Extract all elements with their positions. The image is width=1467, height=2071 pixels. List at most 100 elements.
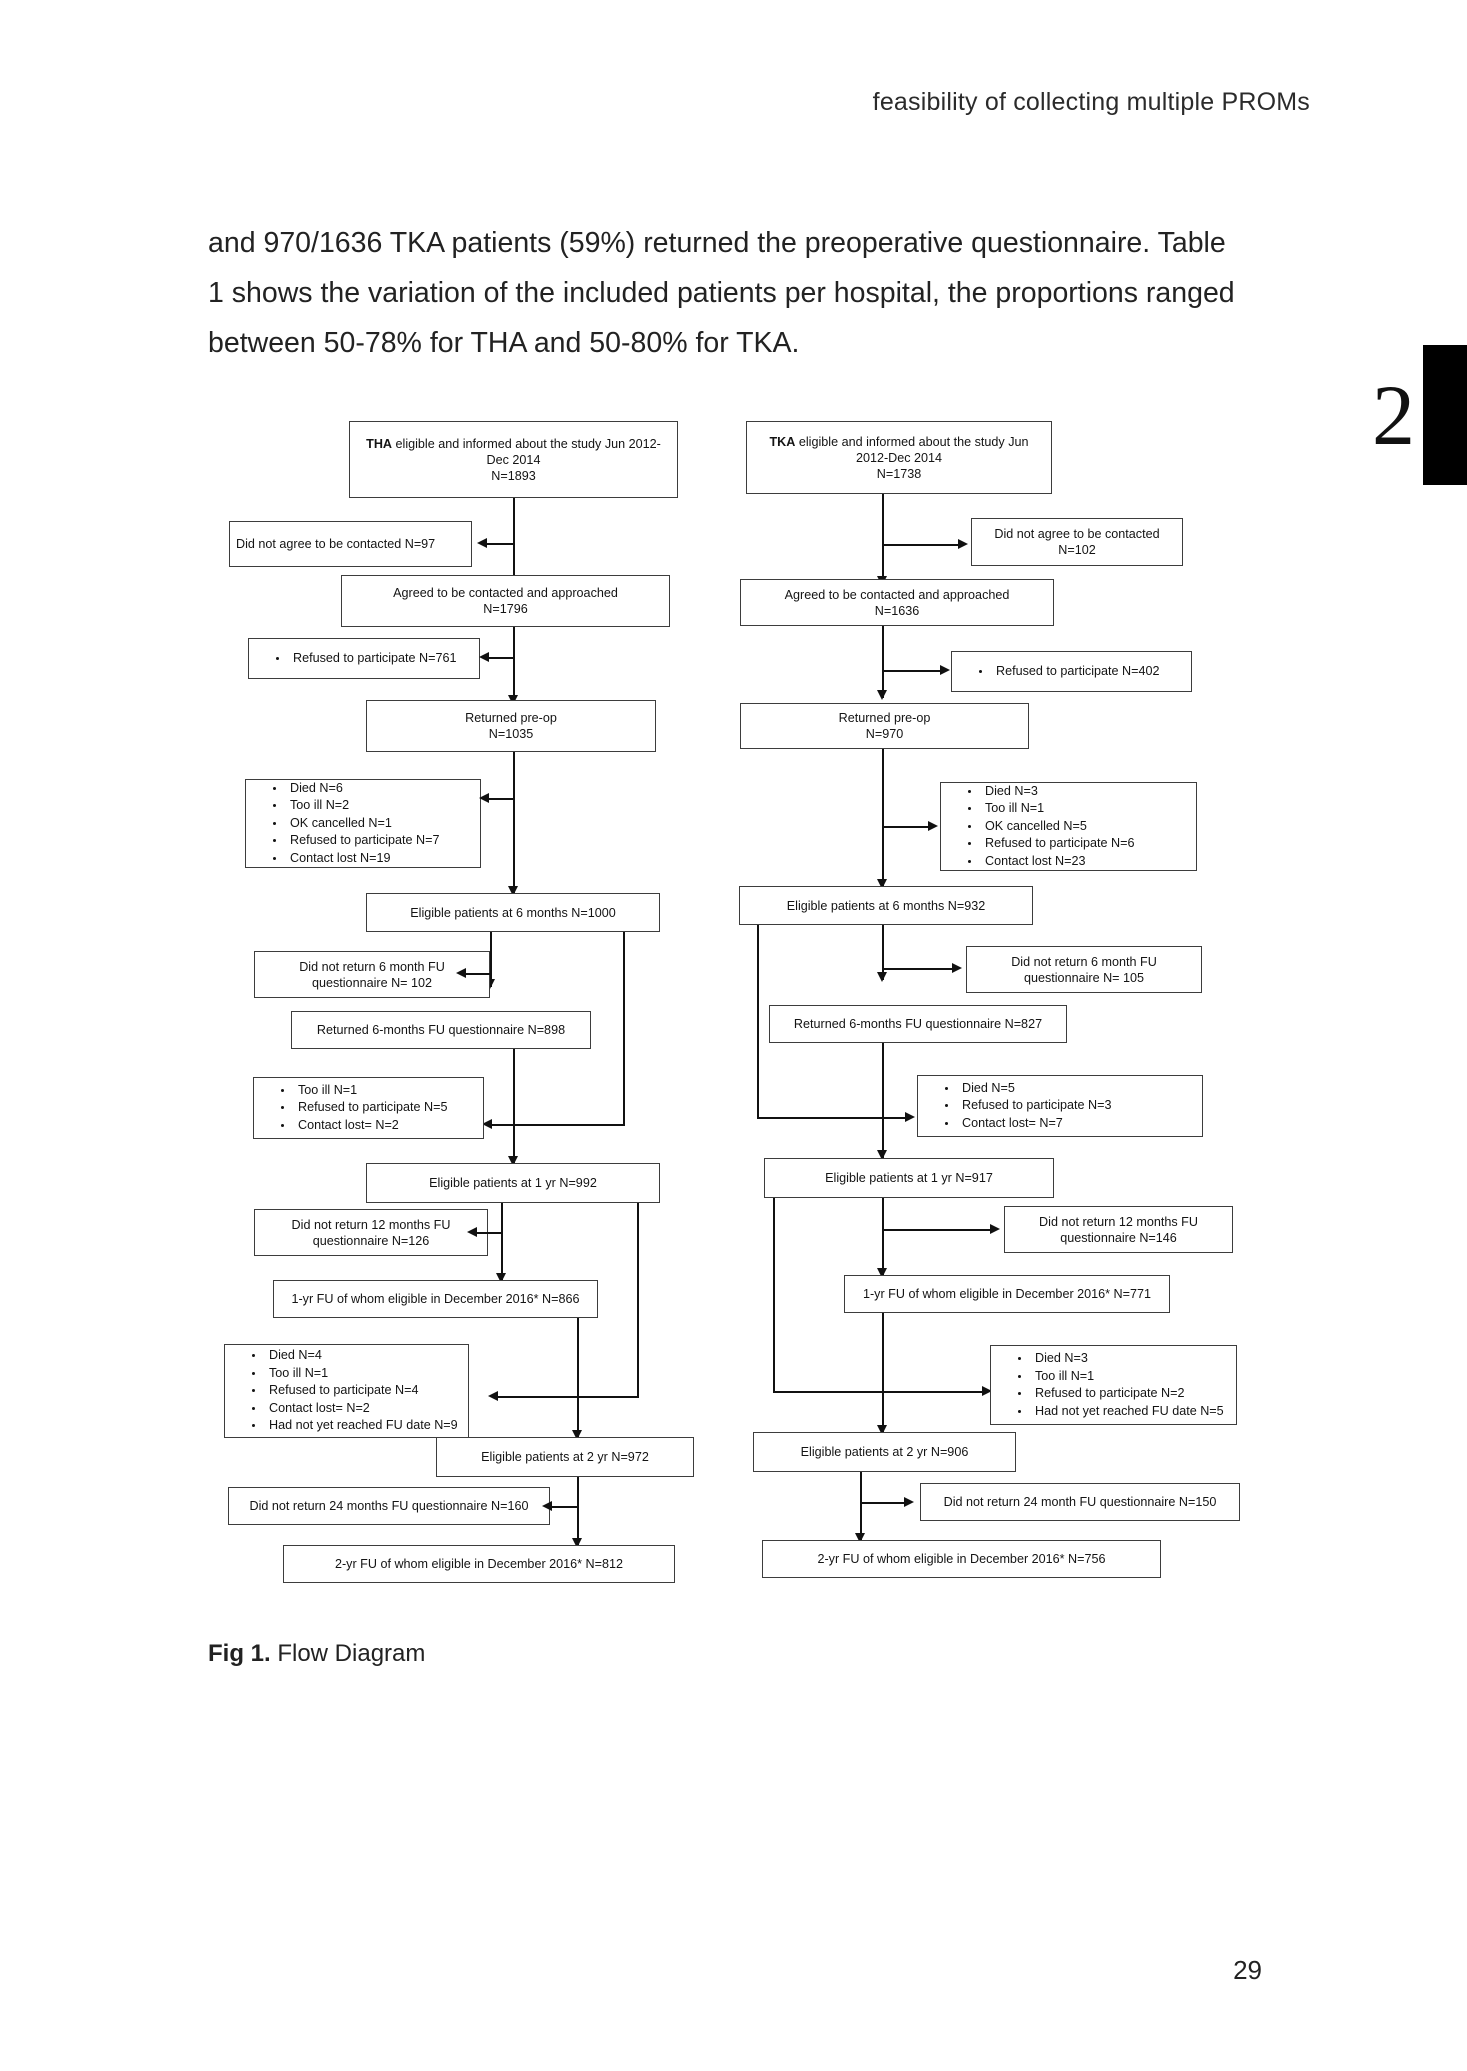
tha-node-noreturn-12mo: Did not return 12 months FU questionnair…	[254, 1209, 488, 1256]
tka-conn-9	[757, 1117, 909, 1119]
tha-refused-text: Refused to participate N=761	[289, 650, 507, 668]
tha-conn-16	[552, 1506, 579, 1508]
tka-arrow-13	[982, 1386, 992, 1396]
tka-conn-1	[882, 494, 884, 584]
tha-2yrfu-text: 2-yr FU of whom eligible in December 201…	[334, 1557, 624, 1571]
tka-arrow-15	[855, 1533, 865, 1543]
tka-node-eligible-1yr: Eligible patients at 1 yr N=917	[764, 1158, 1054, 1198]
tha-loss6-b4: Refused to participate N=7	[286, 832, 508, 850]
tka-conn-13	[773, 1391, 986, 1393]
figure-caption-text: Flow Diagram	[277, 1640, 426, 1667]
tka-loss6-b2: Too ill N=1	[981, 800, 1224, 818]
tka-loss6-b1: Died N=3	[981, 783, 1224, 801]
tka-not-agree-l2: N=102	[1058, 543, 1096, 557]
tha-arrow-11	[496, 1273, 506, 1283]
tha-node-eligible-1yr: Eligible patients at 1 yr N=992	[366, 1163, 660, 1203]
tha-noreturn12-l2: questionnaire N=126	[312, 1233, 430, 1248]
tka-loss1y-b2: Refused to participate N=3	[958, 1097, 1230, 1115]
tka-loss2y-b1: Died N=3	[1031, 1350, 1264, 1368]
tka-loss1y-b3: Contact lost= N=7	[958, 1115, 1230, 1133]
tha-eligible-n: N=1893	[491, 468, 536, 483]
tha-loss2y-b4: Contact lost= N=2	[265, 1400, 496, 1418]
tka-node-losses-6mo: Died N=3 Too ill N=1 OK cancelled N=5 Re…	[940, 782, 1197, 871]
tha-agreed-n: N=1796	[483, 602, 528, 616]
tha-arrow-14	[572, 1430, 582, 1440]
tka-returned6-text: Returned 6-months FU questionnaire N=827	[793, 1017, 1043, 1031]
tka-noreturn24-text: Did not return 24 month FU questionnaire…	[943, 1495, 1217, 1509]
tha-eligible-label: THA	[366, 436, 393, 451]
tka-conn-16	[861, 1502, 907, 1504]
tha-loss2y-b5: Had not yet reached FU date N=9	[265, 1417, 496, 1435]
tka-node-noreturn-6mo: Did not return 6 month FU questionnaire …	[966, 946, 1202, 993]
tha-conn-2	[487, 543, 514, 545]
tka-node-not-agree: Did not agree to be contacted N=102	[971, 518, 1183, 566]
tha-arrow-7	[485, 979, 495, 989]
tha-node-eligible-6mo: Eligible patients at 6 months N=1000	[366, 893, 660, 932]
tka-conn-5	[882, 749, 884, 887]
tha-node-losses-2yr: Died N=4 Too ill N=1 Refused to particip…	[224, 1344, 469, 1438]
tka-arrow-3	[877, 690, 887, 700]
tha-node-eligible: THA eligible and informed about the stud…	[349, 421, 678, 498]
tha-arrow-2	[477, 538, 487, 548]
tha-loss1y-b2: Refused to participate N=5	[294, 1099, 511, 1117]
tha-node-1yr-fu-dec2016: 1-yr FU of whom eligible in December 201…	[273, 1280, 598, 1318]
tha-conn-4	[489, 657, 515, 659]
tka-arrow-9	[905, 1112, 915, 1122]
tka-conn-6	[883, 826, 931, 828]
tha-node-refused: Refused to participate N=761	[248, 638, 480, 679]
chapter-tab-bar	[1423, 345, 1467, 485]
tka-node-returned-6mo: Returned 6-months FU questionnaire N=827	[769, 1005, 1067, 1043]
tha-returned6-text: Returned 6-months FU questionnaire N=898	[316, 1023, 566, 1037]
tka-agreed-n: N=1636	[874, 603, 920, 618]
tka-conn-3	[882, 626, 884, 698]
tha-conn-6	[489, 798, 515, 800]
tha-node-2yr-fu-dec2016: 2-yr FU of whom eligible in December 201…	[283, 1545, 675, 1583]
tka-eligible-text: eligible and informed about the study Ju…	[795, 434, 1029, 449]
tka-node-losses-2yr: Died N=3 Too ill N=1 Refused to particip…	[990, 1345, 1237, 1425]
tka-node-1yr-fu-dec2016: 1-yr FU of whom eligible in December 201…	[844, 1275, 1170, 1313]
tka-arrow-6	[928, 821, 938, 831]
tha-noreturn12-l1: Did not return 12 months FU	[291, 1217, 451, 1232]
tka-node-agreed: Agreed to be contacted and approached N=…	[740, 579, 1054, 626]
tha-loss2y-b3: Refused to participate N=4	[265, 1382, 496, 1400]
tha-noreturn6-l1: Did not return 6 month FU	[299, 959, 445, 974]
tha-loss6-b5: Contact lost N=19	[286, 850, 508, 868]
tka-node-eligible: TKA eligible and informed about the stud…	[746, 421, 1052, 494]
tka-node-losses-1yr: Died N=5 Refused to participate N=3 Cont…	[917, 1075, 1203, 1137]
tka-conn-8	[883, 968, 955, 970]
tka-1yrfu-text: 1-yr FU of whom eligible in December 201…	[862, 1287, 1152, 1301]
tka-arrow-8	[952, 963, 962, 973]
tka-eligible6-text: Eligible patients at 6 months N=932	[786, 898, 986, 913]
tka-conn-2	[883, 544, 961, 546]
tha-conn-11	[501, 1203, 503, 1281]
body-line-3: between 50-78% for THA and 50-80% for TK…	[208, 327, 800, 359]
figure-caption-label: Fig 1.	[208, 1640, 271, 1667]
tha-loss6-b1: Died N=6	[286, 780, 508, 798]
chapter-number: 2	[1372, 367, 1415, 463]
flow-diagram: THA eligible and informed about the stud…	[0, 0, 1467, 1700]
tha-conn-7	[490, 932, 492, 987]
tha-conn-13	[498, 1396, 639, 1398]
tka-arrow-14	[877, 1425, 887, 1435]
tha-arrow-15	[572, 1538, 582, 1548]
tha-arrow-6	[479, 793, 489, 803]
tha-node-noreturn-24mo: Did not return 24 months FU questionnair…	[228, 1487, 550, 1525]
tha-preop-text: Returned pre-op	[465, 711, 557, 725]
tka-noreturn6-l2: questionnaire N= 105	[1023, 970, 1145, 985]
tka-conn-11b	[773, 1198, 775, 1392]
tha-loss6-b3: OK cancelled N=1	[286, 815, 508, 833]
tha-node-noreturn-6mo: Did not return 6 month FU questionnaire …	[254, 951, 490, 998]
tka-arrow-16	[904, 1497, 914, 1507]
tka-loss2y-b2: Too ill N=1	[1031, 1368, 1264, 1386]
tka-loss6-b3: OK cancelled N=5	[981, 818, 1224, 836]
tka-noreturn6-l1: Did not return 6 month FU	[1011, 954, 1157, 969]
tka-loss2y-b4: Had not yet reached FU date N=5	[1031, 1403, 1264, 1421]
tha-conn-15	[577, 1477, 579, 1545]
tka-conn-4	[883, 670, 943, 672]
tha-not-agree-text: Did not agree to be contacted N=97	[236, 537, 436, 551]
tka-preop-text: Returned pre-op	[838, 711, 931, 725]
tka-node-eligible-2yr: Eligible patients at 2 yr N=906	[753, 1432, 1016, 1472]
tka-node-noreturn-24mo: Did not return 24 month FU questionnaire…	[920, 1483, 1240, 1521]
tka-noreturn12-l1: Did not return 12 months FU	[1039, 1214, 1198, 1229]
body-line-1: and 970/1636 TKA patients (59%) returned…	[208, 227, 1226, 259]
